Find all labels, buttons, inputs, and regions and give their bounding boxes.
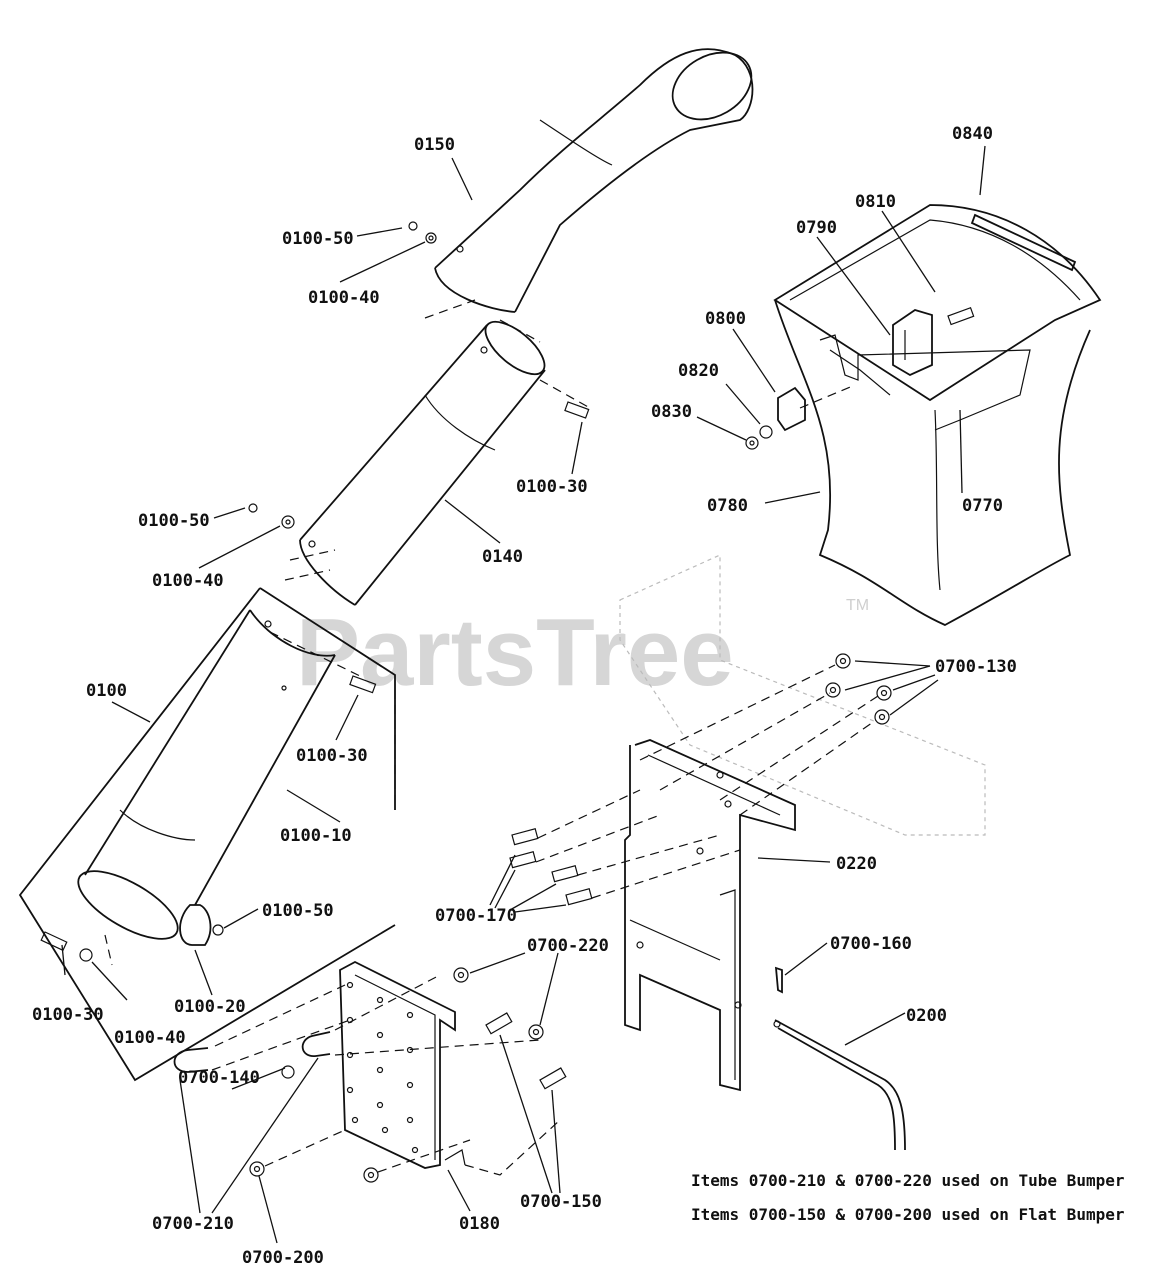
tractor-frame-ghost bbox=[619, 554, 986, 836]
note-tube-bumper: Items 0700-210 & 0700-220 used on Tube B… bbox=[691, 1171, 1124, 1190]
watermark-trademark: TM bbox=[846, 597, 869, 614]
label-0700-220: 0700-220 bbox=[527, 936, 609, 956]
label-0150: 0150 bbox=[414, 135, 455, 155]
bolt-0100-30-mid bbox=[349, 675, 377, 694]
label-0700-160: 0700-160 bbox=[830, 934, 912, 954]
nut-0830 bbox=[745, 436, 759, 450]
plate-0100 bbox=[18, 587, 396, 1082]
label-0100-20: 0100-20 bbox=[174, 997, 246, 1017]
tube-0100-10 bbox=[77, 609, 336, 940]
label-0180: 0180 bbox=[459, 1214, 500, 1234]
bolts-0700-150 bbox=[485, 1012, 567, 1090]
watermark-text: PartsTree bbox=[296, 599, 734, 706]
washer-0820 bbox=[759, 425, 773, 439]
pin-0700-160 bbox=[774, 966, 783, 994]
hardware-0100-50-mid bbox=[248, 503, 295, 529]
label-0100-30-mid: 0100-30 bbox=[296, 746, 368, 766]
bolt-0100-30-upper bbox=[564, 401, 590, 419]
label-0700-210: 0700-210 bbox=[152, 1214, 234, 1234]
bumper-bracket-0180 bbox=[339, 960, 466, 1169]
rod-0200 bbox=[773, 1019, 906, 1151]
label-0700-200: 0700-200 bbox=[242, 1248, 324, 1268]
leader-lines bbox=[61, 145, 986, 1244]
ubolts-0700-210 bbox=[173, 1031, 331, 1073]
label-0100-50-mid: 0100-50 bbox=[138, 511, 210, 531]
label-0100-30-low: 0100-30 bbox=[32, 1005, 104, 1025]
label-0100-40-mid: 0100-40 bbox=[152, 571, 224, 591]
nuts-0700-130 bbox=[825, 653, 892, 725]
note-flat-bumper: Items 0700-150 & 0700-200 used on Flat B… bbox=[691, 1205, 1124, 1224]
label-0800: 0800 bbox=[705, 309, 746, 329]
label-0810: 0810 bbox=[855, 192, 896, 212]
label-0790: 0790 bbox=[796, 218, 837, 238]
label-0100-40-top: 0100-40 bbox=[308, 288, 380, 308]
label-0770: 0770 bbox=[962, 496, 1003, 516]
bolt-0100-30-low bbox=[40, 931, 93, 962]
label-0140: 0140 bbox=[482, 547, 523, 567]
label-0700-140: 0700-140 bbox=[178, 1068, 260, 1088]
hardware-0100-50-top bbox=[408, 221, 437, 244]
nuts-0700-200 bbox=[249, 1161, 379, 1183]
label-0100-50-low: 0100-50 bbox=[262, 901, 334, 921]
label-0100-30-upper: 0100-30 bbox=[516, 477, 588, 497]
nut-0700-220-a bbox=[453, 967, 469, 983]
label-0840: 0840 bbox=[952, 124, 993, 144]
nut-0700-220-b bbox=[528, 1024, 544, 1040]
tube-0140 bbox=[299, 320, 546, 606]
label-0700-170: 0700-170 bbox=[435, 906, 517, 926]
bolts-0700-170 bbox=[509, 828, 593, 906]
label-0100-40-low: 0100-40 bbox=[114, 1028, 186, 1048]
mount-plate-0220 bbox=[624, 739, 796, 1092]
washer-0700-140 bbox=[281, 1065, 295, 1079]
label-0780: 0780 bbox=[707, 496, 748, 516]
usage-notes: Items 0700-210 & 0700-220 used on Tube B… bbox=[691, 1171, 1124, 1224]
catcher-bag-0780 bbox=[773, 204, 1102, 627]
bolt-0810 bbox=[947, 307, 975, 326]
label-0700-150: 0700-150 bbox=[520, 1192, 602, 1212]
bracket-0100-20 bbox=[179, 904, 224, 946]
part-labels: 0150 0100-50 0100-40 0100-30 0100-50 010… bbox=[32, 124, 1017, 1268]
label-0820: 0820 bbox=[678, 361, 719, 381]
label-0100-50-top: 0100-50 bbox=[282, 229, 354, 249]
bracket-0790 bbox=[892, 309, 933, 377]
label-0830: 0830 bbox=[651, 402, 692, 422]
label-0220: 0220 bbox=[836, 854, 877, 874]
label-0700-130: 0700-130 bbox=[935, 657, 1017, 677]
label-0100: 0100 bbox=[86, 681, 127, 701]
elbow-tube-0150 bbox=[434, 48, 754, 313]
latch-0800 bbox=[777, 386, 806, 432]
pin-0840 bbox=[970, 213, 1077, 272]
label-0200: 0200 bbox=[906, 1006, 947, 1026]
label-0100-10: 0100-10 bbox=[280, 826, 352, 846]
